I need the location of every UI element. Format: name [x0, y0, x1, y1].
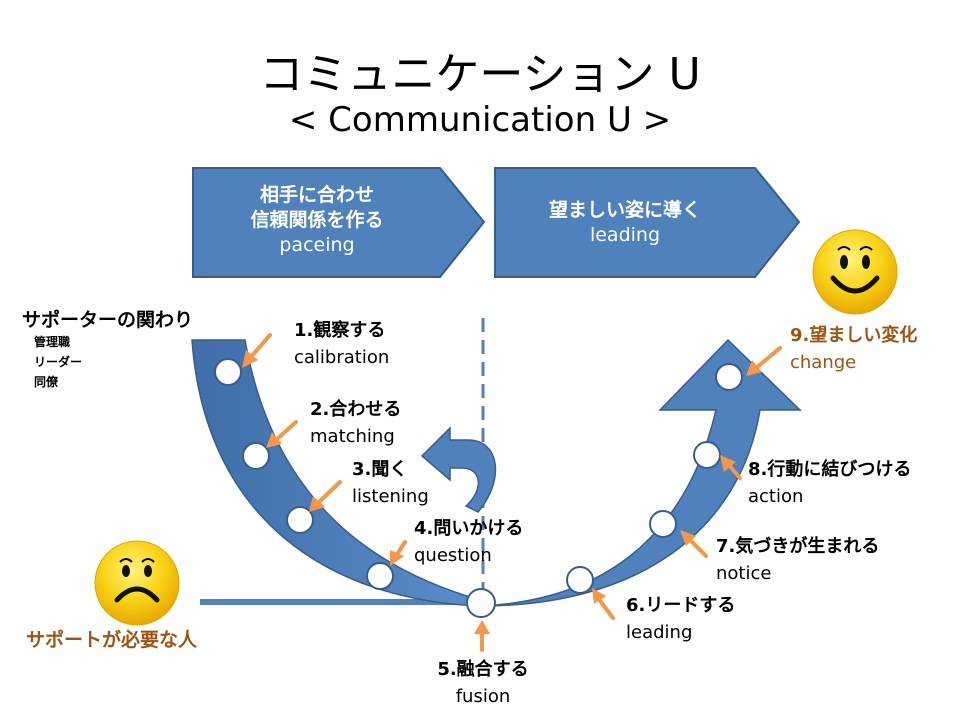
pointer-arrow-7	[680, 530, 708, 558]
step-label-6: 6.リードする leading	[626, 592, 735, 646]
page-title: コミュニケーション U	[259, 49, 701, 100]
step-label-3: 3.聞く listening	[352, 456, 429, 510]
role-manager: 管理職	[34, 335, 71, 349]
step-node-3	[286, 506, 314, 534]
sad-face-icon	[94, 540, 180, 626]
pointer-arrow-4	[390, 540, 407, 566]
step-8-en: action	[748, 486, 804, 507]
step-node-1	[214, 358, 242, 386]
pointer-arrow-2	[266, 420, 298, 448]
step-label-1: 1.観察する calibration	[294, 317, 389, 371]
step-1-en: calibration	[294, 347, 390, 368]
step-3-jp: 3.聞く	[352, 459, 408, 480]
role-leader: リーダー	[34, 355, 83, 369]
supporter-heading: サポーターの関わり	[22, 309, 194, 331]
pointer-arrow-8	[720, 455, 742, 480]
phase-leading-en: leading	[589, 224, 661, 246]
step-4-jp: 4.問いかける	[414, 518, 524, 539]
step-9-en: change	[790, 352, 857, 373]
pointer-arrow-1	[242, 333, 272, 368]
step-4-en: question	[414, 545, 492, 566]
phase-pacing-en: paceing	[279, 234, 355, 256]
step-9-jp: 9.望ましい変化	[790, 325, 918, 346]
step-node-6	[566, 566, 594, 594]
step-7-en: notice	[716, 563, 772, 584]
phase-leading-line1: 望ましい姿に導く	[548, 199, 701, 221]
phase-leading-label: 望ましい姿に導く leading	[495, 198, 755, 248]
phase-pacing-label: 相手に合わせ 信頼関係を作る paceing	[193, 183, 441, 258]
step-6-en: leading	[626, 622, 693, 643]
step-label-7: 7.気づきが生まれる notice	[716, 533, 879, 587]
page-subtitle: < Communication U >	[288, 100, 672, 140]
phase-arrow-leading	[494, 167, 801, 278]
person-in-need-label: サポートが必要な人	[26, 629, 198, 651]
step-5-en: fusion	[455, 686, 511, 707]
step-8-jp: 8.行動に結びつける	[748, 459, 912, 480]
step-node-7	[649, 510, 677, 538]
step-1-jp: 1.観察する	[294, 320, 386, 341]
phase-arrow-pacing	[192, 167, 486, 278]
phase-pacing-line1: 相手に合わせ	[259, 184, 374, 206]
step-node-9	[715, 363, 743, 391]
pointer-arrow-9	[746, 346, 782, 376]
step-2-jp: 2.合わせる	[310, 399, 402, 420]
step-label-9: 9.望ましい変化 change	[790, 322, 917, 376]
curved-return-arrow	[420, 426, 497, 513]
step-node-2	[242, 442, 270, 470]
step-label-8: 8.行動に結びつける action	[748, 456, 911, 510]
pointer-arrow-5	[474, 620, 490, 652]
u-curve-right	[479, 338, 802, 607]
step-node-4	[366, 562, 394, 590]
step-node-5	[466, 588, 496, 618]
step-6-jp: 6.リードする	[626, 595, 736, 616]
supporter-roles: 管理職 リーダー 同僚	[34, 332, 82, 392]
step-2-en: matching	[310, 426, 395, 447]
happy-face-icon	[812, 229, 898, 315]
step-5-jp: 5.融合する	[437, 659, 529, 680]
phase-pacing-line2: 信頼関係を作る	[250, 209, 384, 231]
pointer-arrow-3	[309, 480, 342, 512]
step-label-4: 4.問いかける question	[414, 515, 523, 569]
step-label-2: 2.合わせる matching	[310, 396, 401, 450]
role-colleague: 同僚	[34, 375, 59, 389]
step-node-8	[693, 441, 721, 469]
pointer-arrow-6	[592, 588, 615, 620]
step-label-5: 5.融合する fusion	[428, 656, 538, 710]
step-3-en: listening	[352, 486, 429, 507]
step-7-jp: 7.気づきが生まれる	[716, 536, 880, 557]
